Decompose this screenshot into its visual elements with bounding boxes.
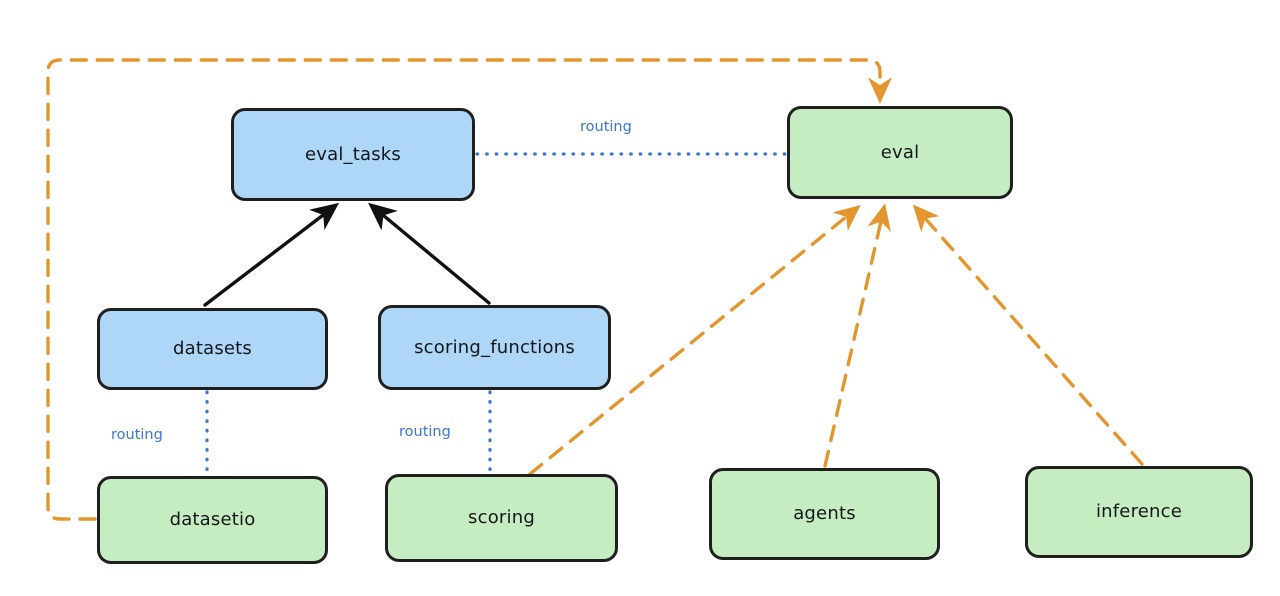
node-label-eval: eval bbox=[880, 141, 920, 163]
node-label-scoring: scoring bbox=[468, 507, 535, 528]
node-label-agents: agents bbox=[793, 503, 856, 524]
node-eval_tasks[interactable]: eval_tasks bbox=[231, 108, 475, 201]
node-scoring[interactable]: scoring bbox=[385, 474, 618, 562]
node-scoring_functions[interactable]: scoring_functions bbox=[378, 305, 611, 390]
node-eval[interactable]: eval bbox=[787, 106, 1013, 199]
node-datasets[interactable]: datasets bbox=[97, 308, 328, 390]
node-datasetio[interactable]: datasetio bbox=[97, 476, 328, 564]
edge-label-routing-eval_tasks-eval: routing bbox=[580, 119, 632, 135]
edge-scoring_functions-to-eval_tasks bbox=[368, 202, 491, 305]
node-label-inference: inference bbox=[1095, 501, 1183, 522]
node-inference[interactable]: inference bbox=[1025, 466, 1253, 558]
node-label-scoring_functions: scoring_functions bbox=[414, 336, 575, 358]
edge-inference-to-eval bbox=[912, 204, 1144, 466]
edge-label-routing-scoring_functions-scoring: routing bbox=[399, 424, 451, 440]
edge-datasets-to-eval_tasks bbox=[203, 202, 340, 307]
node-label-datasetio: datasetio bbox=[169, 509, 256, 530]
node-label-datasets: datasets bbox=[172, 338, 253, 359]
edge-label-routing-datasets-datasetio: routing bbox=[111, 427, 163, 443]
node-label-eval_tasks: eval_tasks bbox=[304, 143, 402, 165]
edge-agents-to-eval bbox=[823, 203, 891, 468]
node-agents[interactable]: agents bbox=[709, 468, 940, 560]
